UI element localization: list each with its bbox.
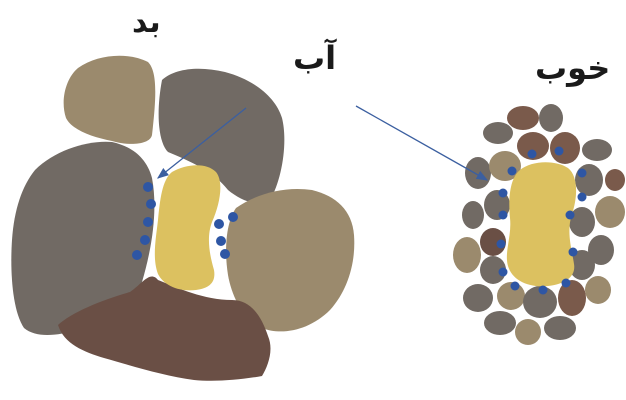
water-dot: [498, 210, 508, 220]
pebble: [539, 104, 563, 132]
bad-soil-group: [11, 55, 355, 381]
pebble: [484, 311, 516, 335]
water-dot: [496, 239, 506, 249]
pebble: [575, 164, 603, 196]
stone-tan-top: [63, 55, 156, 144]
water-dot: [140, 235, 150, 245]
core-bad: [154, 165, 221, 291]
pebble: [483, 122, 513, 144]
arrow-to-bad-pocket-icon: [156, 107, 247, 179]
label-good: خوب: [535, 49, 611, 87]
pebble: [480, 228, 506, 256]
water-dot: [507, 166, 517, 176]
water-dot: [143, 217, 153, 227]
water-dot: [510, 281, 520, 291]
stone-gray-top: [158, 68, 285, 204]
pebble: [569, 250, 595, 280]
water-dot: [565, 210, 575, 220]
pebble: [558, 280, 586, 316]
water-dot: [568, 247, 578, 257]
water-dot: [143, 182, 153, 192]
water-dot: [228, 212, 238, 222]
pebble: [480, 256, 506, 284]
stone-brown-bottom: [58, 276, 271, 381]
pebble: [515, 319, 541, 345]
water-dot: [554, 146, 564, 156]
pebble: [462, 201, 484, 229]
pebble: [585, 276, 611, 304]
water-dot: [538, 285, 548, 295]
stone-gray-left: [11, 141, 155, 335]
water-dot: [498, 188, 508, 198]
pebble: [595, 196, 625, 228]
water-dot: [216, 236, 226, 246]
pebble: [507, 106, 539, 130]
water-dot: [561, 278, 571, 288]
water-dot: [577, 192, 587, 202]
label-bad: بد: [132, 5, 161, 40]
pebble: [517, 132, 549, 160]
pebble: [453, 237, 481, 273]
good-soil-group: [355, 104, 625, 345]
water-dot: [214, 219, 224, 229]
water-dot: [577, 168, 587, 178]
water-dot: [146, 199, 156, 209]
pebble: [550, 132, 580, 164]
pebble: [588, 235, 614, 265]
label-water: آب: [293, 39, 337, 77]
pebble: [463, 284, 493, 312]
pebble: [544, 316, 576, 340]
pebble: [523, 286, 557, 318]
water-dot: [527, 149, 537, 159]
core-good: [506, 162, 577, 287]
pebble: [569, 207, 595, 237]
arrow-to-good-pocket-icon: [355, 105, 489, 181]
water-dot: [498, 267, 508, 277]
stone-tan-right: [226, 188, 355, 332]
water-dot: [220, 249, 230, 259]
pebble: [605, 169, 625, 191]
pebble: [465, 157, 491, 189]
water-dot: [132, 250, 142, 260]
pebble: [582, 139, 612, 161]
